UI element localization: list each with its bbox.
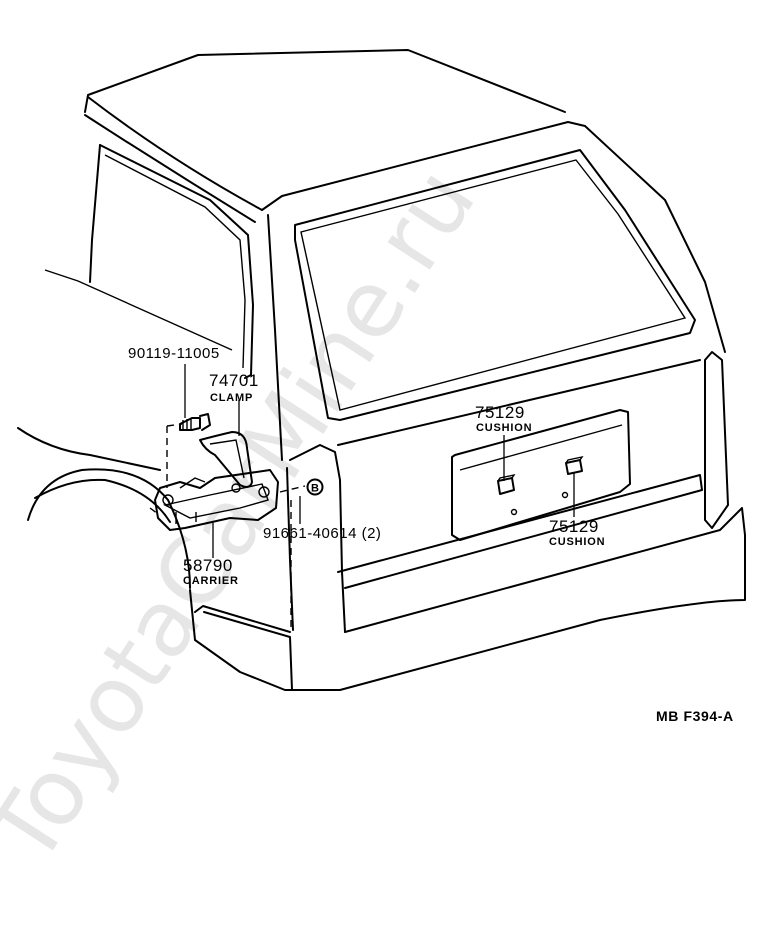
bolt-part-number: 90119-11005 <box>128 345 220 362</box>
clamp-part-name: CLAMP <box>210 392 253 404</box>
cushion-upper-part-name: CUSHION <box>476 422 532 434</box>
carrier-part <box>154 469 279 531</box>
clamp-part <box>199 431 253 488</box>
bolt-part <box>179 413 211 431</box>
watermark-text: ToyotaCarMine.ru <box>0 150 496 883</box>
cushion-lower-part-number: 75129 <box>549 517 599 536</box>
screw-part-number: 91661-40614 (2) <box>263 525 381 542</box>
carrier-part-number: 58790 <box>183 556 233 575</box>
screw-marker-letter: B <box>311 483 319 495</box>
carrier-part-name: CARRIER <box>183 575 239 587</box>
cushion-lower-part <box>565 455 584 475</box>
cushion-lower-part-name: CUSHION <box>549 536 605 548</box>
screw-marker: B <box>306 478 324 496</box>
cushion-upper-part <box>497 473 516 495</box>
leader-lines <box>149 364 575 628</box>
figure-code: MB F394-A <box>656 708 734 724</box>
cushion-upper-part-number: 75129 <box>475 403 525 422</box>
clamp-part-number: 74701 <box>209 371 259 390</box>
